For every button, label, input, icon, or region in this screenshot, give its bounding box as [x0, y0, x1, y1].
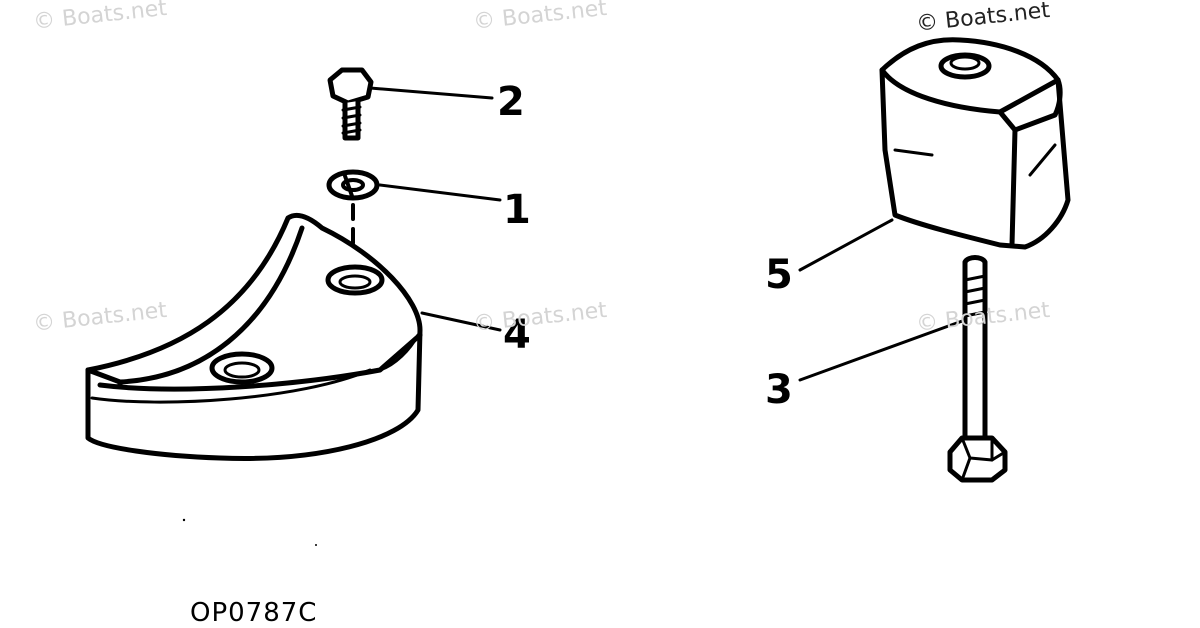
leader-2: [368, 86, 494, 100]
anode-part-5: [879, 37, 1071, 250]
leader-1: [378, 183, 502, 202]
leader-4: [420, 311, 502, 332]
figure-code: OP0787C: [190, 598, 318, 628]
leader-5: [798, 218, 894, 272]
leader-lines: [368, 86, 967, 382]
washer-part-1: [326, 169, 380, 201]
callout-2: 2: [497, 79, 525, 125]
callout-1: 1: [503, 187, 531, 233]
callout-4: 4: [503, 312, 531, 358]
long-bolt-part-3: [947, 255, 1008, 483]
callout-3: 3: [765, 367, 793, 413]
callout-5: 5: [765, 252, 793, 298]
leader-3: [798, 318, 967, 382]
bolt-part-2: [327, 67, 374, 141]
anode-part-4: [85, 212, 423, 461]
